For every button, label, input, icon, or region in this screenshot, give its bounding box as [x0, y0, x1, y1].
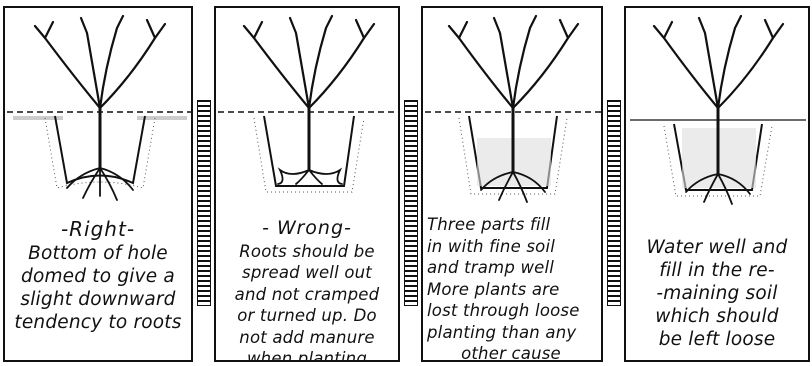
panel-fill: Three parts fill in with fine soil and t… [421, 6, 603, 362]
caption-line: and not cramped [222, 284, 392, 306]
caption-line: or turned up. Do [222, 305, 392, 327]
ladder-separator [197, 100, 211, 306]
caption-heading: -Right- [11, 218, 185, 241]
caption-heading: - Wrong- [222, 218, 392, 240]
caption-line: More plants are [427, 279, 595, 301]
caption-line: Water well and [632, 236, 802, 259]
ladder-separator [607, 100, 621, 306]
caption-wrong: - Wrong- Roots should be spread well out… [216, 218, 398, 362]
caption-line: domed to give a [11, 265, 185, 288]
caption-right: -Right- Bottom of hole domed to give a s… [5, 218, 191, 334]
caption-line: spread well out [222, 262, 392, 284]
caption-fill: Three parts fill in with fine soil and t… [423, 214, 601, 362]
caption-line: not add manure [222, 327, 392, 349]
caption-water: Water well and fill in the re- -maining … [626, 236, 808, 351]
caption-line: in with fine soil [427, 236, 595, 258]
caption-line: be left loose [632, 328, 802, 351]
caption-line: tendency to roots [11, 311, 185, 334]
caption-line: Bottom of hole [11, 242, 185, 265]
planting-diagram-water [626, 8, 810, 218]
caption-line: -maining soil [632, 282, 802, 305]
panel-right: -Right- Bottom of hole domed to give a s… [3, 6, 193, 362]
caption-line: when planting [222, 348, 392, 362]
planting-diagram-right [5, 8, 193, 218]
caption-line: which should [632, 305, 802, 328]
caption-line: planting than any [427, 322, 595, 344]
caption-line: other cause [427, 343, 595, 362]
caption-line: slight downward [11, 288, 185, 311]
planting-diagram-fill [423, 8, 603, 218]
caption-line: Roots should be [222, 241, 392, 263]
caption-line: fill in the re- [632, 259, 802, 282]
planting-diagram-wrong [216, 8, 400, 218]
caption-line: Three parts fill [427, 214, 595, 236]
panel-water: Water well and fill in the re- -maining … [624, 6, 810, 362]
ladder-separator [404, 100, 418, 306]
caption-line: lost through loose [427, 300, 595, 322]
caption-line: and tramp well [427, 257, 595, 279]
panel-wrong: - Wrong- Roots should be spread well out… [214, 6, 400, 362]
